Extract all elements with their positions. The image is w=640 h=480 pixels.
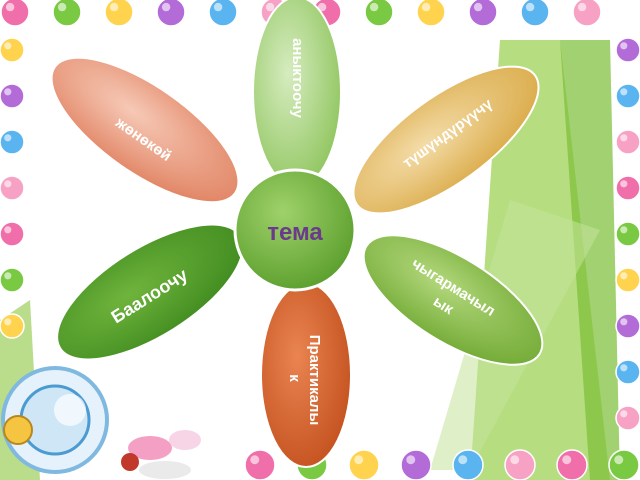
candy-highlight [620,226,628,234]
candy-icon [0,37,25,63]
candy-highlight [620,318,628,326]
candy-icon [0,221,25,247]
candy-icon [0,175,25,201]
candy-icon [615,313,640,339]
candy-highlight [317,2,327,12]
candy-highlight [5,2,15,12]
petal-bottom-left: Баалоочу [56,223,244,361]
candy-highlight [620,410,628,418]
candy-icon [348,449,380,480]
candy-icon [572,0,602,27]
candy-highlight [620,272,628,280]
candy-highlight [620,180,628,188]
candy-icon [0,313,25,339]
candy-icon [0,267,25,293]
candy-icon [156,0,186,27]
petal-top-label: аныктоочу [289,38,306,119]
center-node: тема [233,168,357,292]
candy-highlight [354,455,364,465]
candy-icon [615,267,640,293]
candy-highlight [213,2,223,12]
petal-bottom-label-line1: Практикалы [306,335,323,426]
candy-highlight [4,318,12,326]
candy-icon [0,0,30,27]
center-label: тема [267,219,323,246]
petal-bottom: Практикалы к [260,282,352,468]
candy-highlight [4,180,12,188]
candy-icon [504,449,536,480]
candy-highlight [4,272,12,280]
petal-bottom-label-line2: к [286,374,303,382]
candy-highlight [562,455,572,465]
candy-icon [615,359,640,385]
candy-highlight [614,455,624,465]
candy-icon [364,0,394,27]
candy-icon [244,449,276,480]
candy-icon [208,0,238,27]
candy-highlight [369,2,379,12]
candy-highlight [4,88,12,96]
candy-highlight [4,226,12,234]
candy-icon [615,221,640,247]
candy-highlight [406,455,416,465]
candy-highlight [57,2,67,12]
candy-highlight [620,88,628,96]
candy-highlight [620,364,628,372]
candy-highlight [421,2,431,12]
candy-icon [104,0,134,27]
candy-highlight [473,2,483,12]
candy-highlight [525,2,535,12]
candy-icon [520,0,550,27]
candy-decoration [1,366,201,479]
candy-highlight [577,2,587,12]
candy-icon [400,449,432,480]
candy-icon [416,0,446,27]
candy-highlight [510,455,520,465]
candy-highlight [458,455,468,465]
candy-icon [0,83,25,109]
candy-icon [468,0,498,27]
candy-icon [615,175,640,201]
candy-icon [615,129,640,155]
candy-icon [52,0,82,27]
candy-icon [452,449,484,480]
candy-highlight [161,2,171,12]
candy-icon [615,83,640,109]
candy-highlight [265,2,275,12]
candy-highlight [109,2,119,12]
candy-icon [556,449,588,480]
petal-top: аныктоочу [252,0,342,188]
candy-highlight [4,134,12,142]
candy-icon [0,129,25,155]
candy-icon [615,405,640,431]
candy-highlight [620,42,628,50]
wrapped-candy-icon [128,436,172,460]
petal-top-right: түшүндүрүүчү [352,65,540,215]
candy-icon [608,449,640,480]
candy-icon [615,37,640,63]
petal-top-left: жөнөкөй [50,56,240,204]
candy-highlight [620,134,628,142]
candy-highlight [250,455,260,465]
candy-highlight [4,42,12,50]
